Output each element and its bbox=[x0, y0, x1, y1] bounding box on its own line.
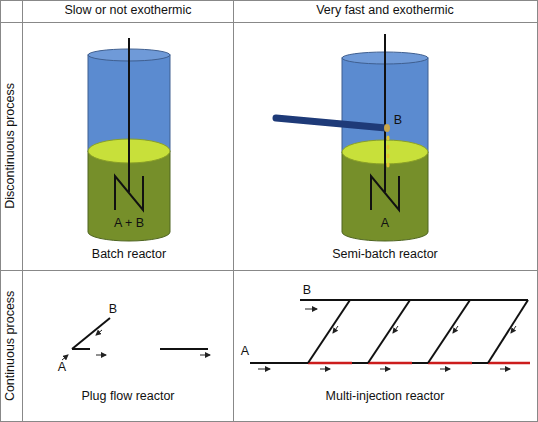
multi-injection-reactor bbox=[250, 300, 530, 369]
reagent-label: A bbox=[381, 217, 389, 231]
reagent-label: B bbox=[303, 284, 311, 298]
reactor-name: Multi-injection reactor bbox=[326, 390, 445, 404]
semi-batch-reactor bbox=[276, 34, 428, 241]
row-header: Continuous process bbox=[4, 291, 18, 401]
plug-flow-reactor bbox=[62, 318, 210, 360]
reagent-label: A + B bbox=[114, 217, 144, 231]
column-header: Very fast and exothermic bbox=[316, 4, 454, 18]
reactor-name: Plug flow reactor bbox=[81, 390, 174, 404]
column-header: Slow or not exothermic bbox=[64, 4, 191, 18]
reagent-label: A bbox=[241, 345, 249, 359]
reactor-name: Batch reactor bbox=[92, 248, 166, 262]
reactor-name: Semi-batch reactor bbox=[332, 248, 438, 262]
batch-reactor bbox=[88, 38, 170, 241]
reagent-label: A bbox=[58, 361, 66, 375]
row-header: Discontinuous process bbox=[4, 83, 18, 209]
reagent-label: B bbox=[394, 114, 402, 128]
reagent-label: B bbox=[109, 303, 117, 317]
